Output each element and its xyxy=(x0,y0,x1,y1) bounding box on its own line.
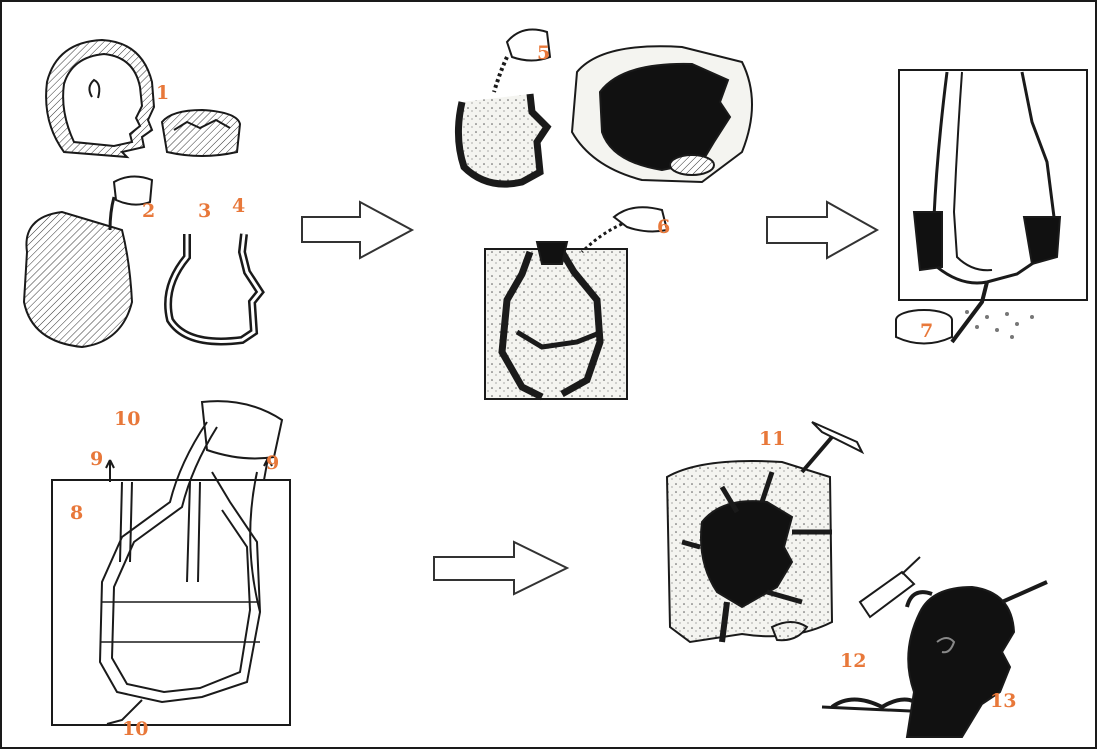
step2-pour-wax-into-mould xyxy=(24,176,152,347)
step3-wax-shell-section xyxy=(168,234,260,341)
mould-half-black-cavity xyxy=(572,46,752,182)
label-9-right: 9 xyxy=(266,454,279,473)
label-1: 1 xyxy=(156,84,169,103)
label-9-left: 9 xyxy=(90,450,103,469)
label-6: 6 xyxy=(657,218,670,237)
label-4: 4 xyxy=(232,197,245,216)
step7-burnout-block xyxy=(896,70,1087,344)
arrow-1 xyxy=(302,202,412,258)
label-8: 8 xyxy=(70,504,83,523)
arrow-3 xyxy=(434,542,567,594)
label-2: 2 xyxy=(142,202,155,221)
label-3: 3 xyxy=(198,202,211,221)
label-7: 7 xyxy=(920,322,933,341)
step6-investment-block xyxy=(485,207,667,399)
label-13: 13 xyxy=(990,692,1016,711)
step11-break-investment xyxy=(667,422,862,642)
label-12: 12 xyxy=(840,652,866,671)
label-11: 11 xyxy=(759,430,785,449)
label-5: 5 xyxy=(537,44,550,63)
label-10-bottom: 10 xyxy=(122,720,148,739)
arrow-2 xyxy=(767,202,877,258)
step1-head-model-with-mould xyxy=(46,40,240,157)
label-10-top: 10 xyxy=(114,410,140,429)
step8-sprue-system xyxy=(52,401,290,725)
